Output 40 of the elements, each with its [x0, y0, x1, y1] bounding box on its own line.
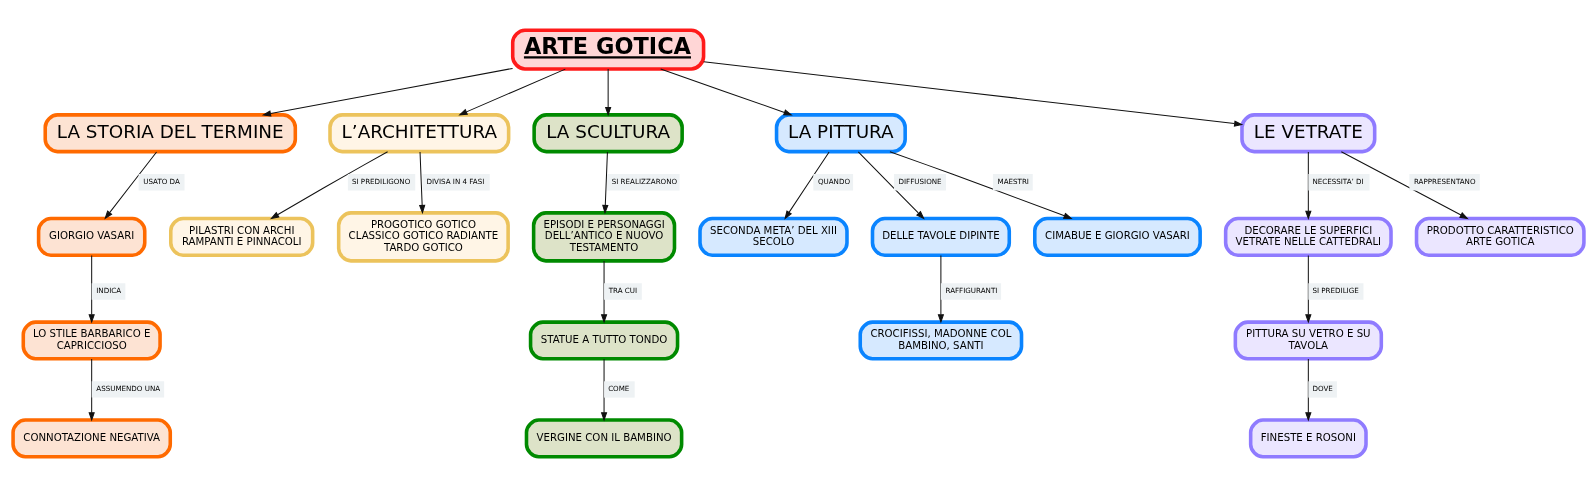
node-box: SECONDA META’ DEL XIII SECOLO — [697, 216, 849, 257]
arrow — [1340, 150, 1469, 219]
node-box: CROCIFISSI, MADONNE COL BAMBINO, SANTI — [857, 319, 1023, 361]
node-box: PILASTRI CON ARCHI RAMPANTI E PINNACOLI — [168, 216, 314, 257]
node-box: LO STILE BARBARICO E CAPRICCIOSO — [21, 319, 162, 361]
arrow — [269, 150, 388, 219]
arrow — [418, 150, 425, 214]
arrow — [702, 60, 1243, 127]
node-box: DECORARE LE SUPERFICI VETRATE NELLE CATTEDRALI — [1223, 216, 1393, 257]
arrow — [103, 150, 157, 220]
node-box: CIMABUE E GIORGIO VASARI — [1032, 216, 1202, 257]
arrow — [937, 254, 944, 323]
arrow — [857, 150, 925, 219]
node-box: FINESTE E ROSONI — [1248, 417, 1368, 459]
arrow — [783, 150, 830, 220]
node-box: LA PITTURA — [774, 112, 907, 153]
arrow — [457, 68, 566, 115]
node-box: CONNOTAZIONE NEGATIVA — [10, 417, 172, 459]
node-box: LA STORIA DEL TERMINE — [42, 112, 297, 153]
arrow — [888, 150, 1073, 219]
arrow — [261, 67, 513, 117]
node-box: PRODOTTO CARATTERISTICO ARTE GOTICA — [1414, 216, 1586, 257]
node-box: GIORGIO VASARI — [36, 216, 147, 257]
node-box: L’ARCHITETTURA — [327, 112, 510, 153]
arrow — [604, 68, 611, 116]
node-box: ARTE GOTICA — [510, 27, 705, 71]
node-box: EPISODI E PERSONAGGI DELL’ANTICO E NUOVO TESTAMENTO — [531, 210, 676, 263]
node-box: VERGINE CON IL BAMBINO — [524, 417, 683, 459]
node-box: LA SCULTURA — [531, 112, 684, 153]
arrow — [601, 150, 608, 214]
node-box: STATUE A TUTTO TONDO — [528, 319, 679, 361]
node-box: LE VETRATE — [1239, 112, 1376, 153]
arrow — [600, 259, 607, 323]
arrow — [659, 68, 793, 115]
node-box: DELLE TAVOLE DIPINTE — [870, 216, 1011, 257]
arrow — [600, 358, 607, 421]
node-box: PROGOTICO GOTICO CLASSICO GOTICO RADIANTE TARDO GOTICO — [336, 210, 510, 263]
arrow — [87, 254, 95, 323]
arrow — [87, 358, 95, 421]
node-box: PITTURA SU VETRO E SU TAVOLA — [1233, 319, 1383, 361]
